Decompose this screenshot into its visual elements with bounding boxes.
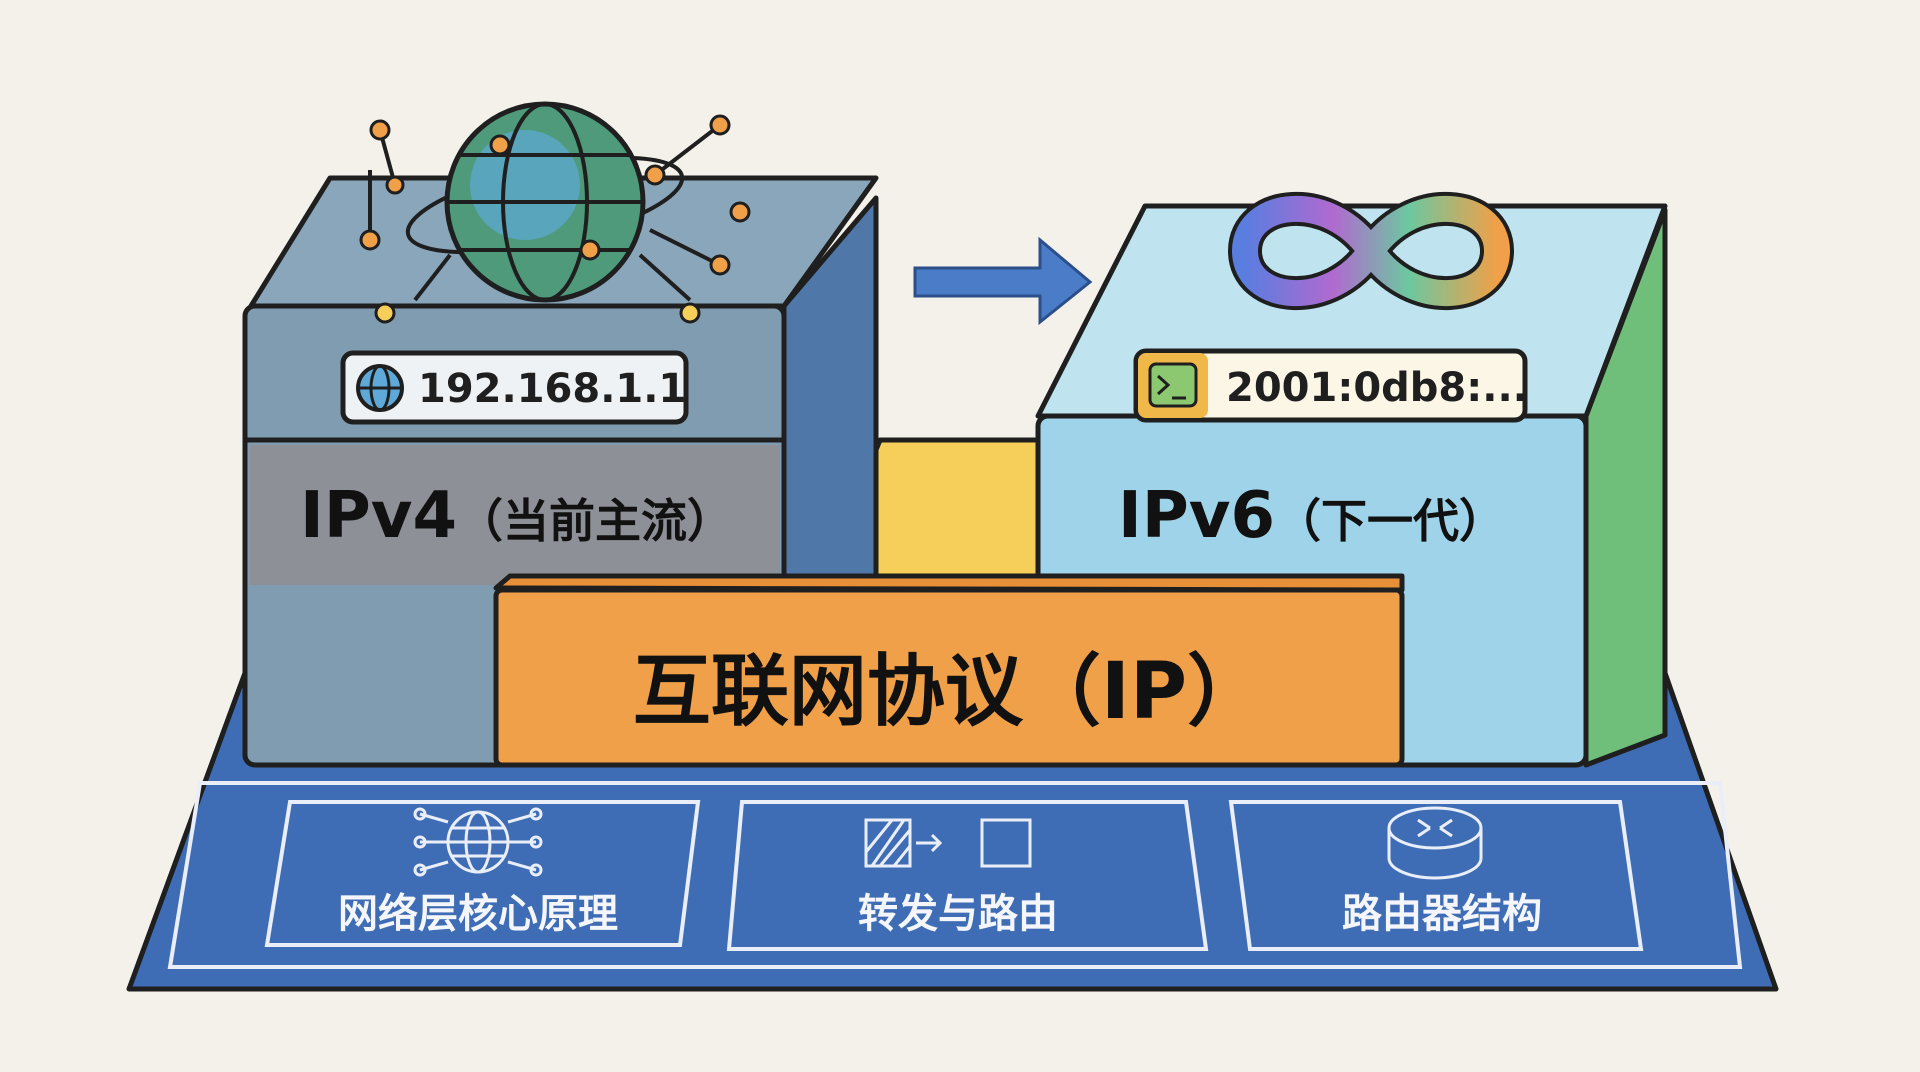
network-globe-icon xyxy=(359,101,751,324)
ipv4-address: 192.168.1.1 xyxy=(418,366,686,412)
ipv4-address-box: 192.168.1.1 xyxy=(340,350,689,425)
globe-network-icon xyxy=(413,807,543,877)
panel-label: 转发与路由 xyxy=(858,891,1058,937)
ip-foundation-bar: 互联网协议（IP） xyxy=(493,573,1405,768)
panel-router-structure: 路由器结构 xyxy=(1228,800,1644,951)
ipv4-title: IPv4（当前主流） xyxy=(300,479,733,553)
ipv6-address-box: 2001:0db8:... xyxy=(1133,348,1528,423)
panel-network-layer: 网络层核心原理 xyxy=(264,800,701,947)
panel-label: 网络层核心原理 xyxy=(338,891,618,937)
ipv6-address: 2001:0db8:... xyxy=(1226,365,1528,411)
panel-forwarding-routing: 转发与路由 xyxy=(726,800,1209,951)
transition-arrow-icon xyxy=(913,236,1093,326)
infinity-icon xyxy=(1227,191,1515,311)
forwarding-icon xyxy=(864,818,1032,868)
globe-icon xyxy=(356,364,404,412)
terminal-icon xyxy=(1148,362,1198,408)
panel-label: 路由器结构 xyxy=(1342,891,1542,937)
ipv6-title: IPv6（下一代） xyxy=(1118,479,1505,553)
foundation-title: 互联网协议（IP） xyxy=(633,647,1265,737)
router-icon xyxy=(1387,806,1483,880)
